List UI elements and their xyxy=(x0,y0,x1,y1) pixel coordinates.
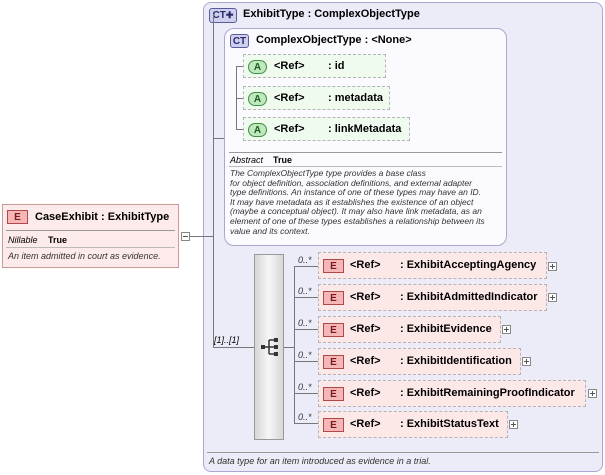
sequence-compositor[interactable] xyxy=(254,254,284,440)
child-connector-3 xyxy=(294,329,318,330)
element-separator-2 xyxy=(6,247,175,248)
element-ref-label: <Ref> xyxy=(350,259,381,271)
expand-exhibit-admitted-indicator[interactable] xyxy=(548,293,557,302)
expand-exhibit-status-text[interactable] xyxy=(509,420,518,429)
element-ref-exhibit-admitted-indicator[interactable]: E <Ref> : ExhibitAdmittedIndicator xyxy=(318,284,547,311)
element-badge: E xyxy=(7,210,28,224)
child-connector-5 xyxy=(294,393,318,394)
attribute-ref-id[interactable]: A <Ref> : id xyxy=(243,54,386,78)
element-badge: E xyxy=(323,259,344,273)
child-occurrence: 0..* xyxy=(298,382,312,392)
base-type-separator-2 xyxy=(229,166,502,167)
child-occurrence: 0..* xyxy=(298,412,312,422)
child-occurrence: 0..* xyxy=(298,350,312,360)
child-occurrence: 0..* xyxy=(298,318,312,328)
child-occurrence: 0..* xyxy=(298,286,312,296)
element-ref-exhibit-accepting-agency[interactable]: E <Ref> : ExhibitAcceptingAgency xyxy=(318,252,547,279)
attribute-connector-3 xyxy=(236,129,244,130)
attribute-ref-label: <Ref> xyxy=(274,60,305,72)
sequence-multiplicity: [1]..[1] xyxy=(214,335,240,345)
attribute-ref-link-metadata[interactable]: A <Ref> : linkMetadata xyxy=(243,117,410,141)
expand-exhibit-evidence[interactable] xyxy=(502,325,511,334)
base-type-separator xyxy=(229,152,502,153)
element-badge: E xyxy=(323,323,344,337)
attribute-ref-label: <Ref> xyxy=(274,123,305,135)
case-exhibit-collapse-toggle[interactable] xyxy=(181,232,190,241)
exhibit-type-badge: CT✚ xyxy=(209,8,237,23)
case-exhibit-title: CaseExhibit : ExhibitType xyxy=(35,211,170,223)
expand-exhibit-identification[interactable] xyxy=(522,357,531,366)
element-ref-exhibit-status-text[interactable]: E <Ref> : ExhibitStatusText xyxy=(318,411,508,438)
case-exhibit-description: An item admitted in court as evidence. xyxy=(8,251,161,261)
exhibit-type-separator xyxy=(207,452,599,453)
attribute-name: : metadata xyxy=(328,92,384,104)
element-ref-label: <Ref> xyxy=(350,323,381,335)
attribute-badge: A xyxy=(248,60,267,74)
complex-object-type-title: ComplexObjectType : <None> xyxy=(256,34,412,46)
sequence-icon xyxy=(261,338,278,356)
attribute-connector-1 xyxy=(236,66,244,67)
expand-exhibit-remaining-proof-indicator[interactable] xyxy=(588,389,597,398)
expand-exhibit-accepting-agency[interactable] xyxy=(548,262,557,271)
element-badge: E xyxy=(323,387,344,401)
element-name: : ExhibitEvidence xyxy=(400,323,492,335)
exhibit-type-description: A data type for an item introduced as ev… xyxy=(209,456,431,466)
child-connector-1 xyxy=(294,266,318,267)
attribute-ref-label: <Ref> xyxy=(274,92,305,104)
element-ref-exhibit-identification[interactable]: E <Ref> : ExhibitIdentification xyxy=(318,348,521,375)
element-badge: E xyxy=(323,418,344,432)
exhibit-type-title: ExhibitType : ComplexObjectType xyxy=(243,8,420,20)
abstract-property-label: Abstract xyxy=(230,155,264,165)
element-name: : ExhibitAdmittedIndicator xyxy=(400,291,538,303)
case-exhibit-element[interactable]: E CaseExhibit : ExhibitType Nillable Tru… xyxy=(2,204,179,268)
element-name: : ExhibitIdentification xyxy=(400,355,512,367)
element-name: : ExhibitRemainingProofIndicator xyxy=(400,387,575,399)
child-connector-2 xyxy=(294,297,318,298)
child-connector-4 xyxy=(294,361,318,362)
element-ref-label: <Ref> xyxy=(350,291,381,303)
children-trunk-vertical xyxy=(294,266,295,423)
compositor-to-children-connector xyxy=(284,347,294,348)
abstract-property-value: True xyxy=(273,155,293,165)
attribute-connector-2 xyxy=(236,98,244,99)
attribute-badge: A xyxy=(248,123,267,137)
type-trunk-vertical xyxy=(213,14,214,348)
element-name: : ExhibitAcceptingAgency xyxy=(400,259,537,271)
element-ref-label: <Ref> xyxy=(350,387,381,399)
element-ref-label: <Ref> xyxy=(350,355,381,367)
element-badge: E xyxy=(323,355,344,369)
base-type-description: The ComplexObjectType type provides a ba… xyxy=(230,168,485,236)
trunk-to-sequence-connector xyxy=(213,347,254,348)
attribute-name: : linkMetadata xyxy=(328,123,402,135)
attribute-connector-vertical xyxy=(236,66,237,129)
attribute-badge: A xyxy=(248,92,267,106)
complex-object-type-badge: CT xyxy=(230,34,249,48)
element-separator xyxy=(6,230,175,231)
child-connector-6 xyxy=(294,423,318,424)
attribute-ref-metadata[interactable]: A <Ref> : metadata xyxy=(243,86,390,110)
type-to-base-connector xyxy=(213,138,224,139)
element-badge: E xyxy=(323,291,344,305)
nillable-value: True xyxy=(48,235,68,245)
attribute-name: : id xyxy=(328,60,345,72)
element-name: : ExhibitStatusText xyxy=(400,418,499,430)
child-occurrence: 0..* xyxy=(298,255,312,265)
element-ref-exhibit-evidence[interactable]: E <Ref> : ExhibitEvidence xyxy=(318,316,501,343)
root-to-type-connector xyxy=(190,236,214,237)
element-ref-label: <Ref> xyxy=(350,418,381,430)
nillable-label: Nillable xyxy=(8,235,38,245)
element-ref-exhibit-remaining-proof-indicator[interactable]: E <Ref> : ExhibitRemainingProofIndicator xyxy=(318,380,586,407)
